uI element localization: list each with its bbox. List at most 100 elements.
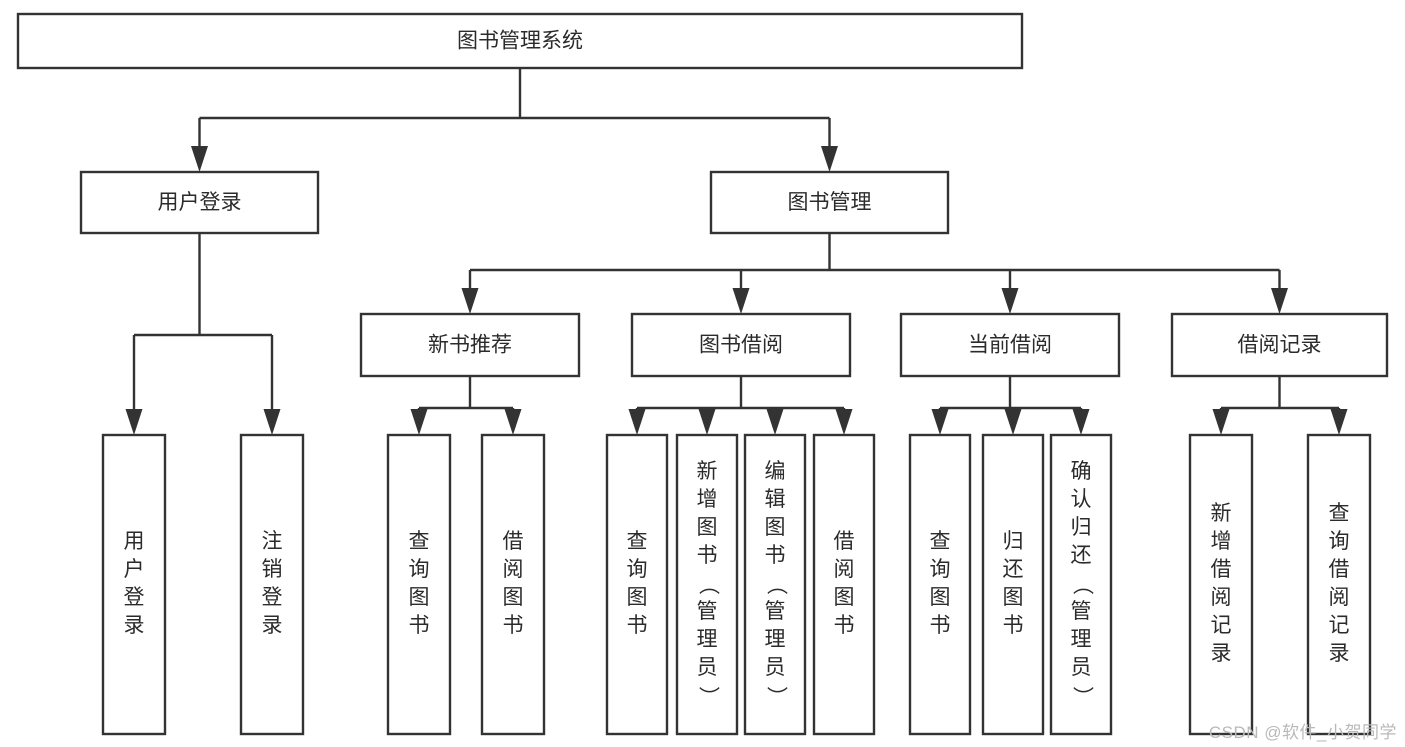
node-label-char: 查 bbox=[1329, 502, 1350, 525]
node-label-char: 图 bbox=[930, 586, 951, 609]
csdn-watermark: CSDN @软件_小贺同学 bbox=[1208, 723, 1397, 742]
arrow-head-icon bbox=[1271, 288, 1288, 314]
node-user-login[interactable]: 用户登录 bbox=[79, 170, 320, 235]
node-borrow-record[interactable]: 借阅记录 bbox=[1170, 312, 1389, 378]
node-leaf-user-login[interactable]: 用户登录 bbox=[101, 433, 167, 736]
node-box[interactable] bbox=[630, 312, 852, 378]
node-label-char: 书 bbox=[627, 614, 648, 637]
node-label-char: 书 bbox=[834, 614, 855, 637]
node-label-char: 记 bbox=[1211, 614, 1232, 637]
node-label-char: 询 bbox=[409, 558, 430, 581]
node-label-char: 增 bbox=[697, 488, 718, 511]
node-label-char: 查 bbox=[409, 530, 430, 553]
node-label: 图书借阅 bbox=[699, 334, 783, 357]
node-label-char: 登 bbox=[124, 586, 145, 609]
node-label-char: 图 bbox=[1003, 586, 1024, 609]
node-label-char: 书 bbox=[930, 614, 951, 637]
node-box[interactable] bbox=[386, 433, 452, 736]
node-box[interactable] bbox=[605, 433, 669, 736]
node-box[interactable] bbox=[480, 433, 546, 736]
node-box[interactable] bbox=[79, 170, 320, 235]
node-root[interactable]: 图书管理系统 bbox=[16, 12, 1024, 70]
node-label-char: 借 bbox=[503, 530, 524, 553]
node-label: 图书管理系统 bbox=[457, 30, 583, 53]
node-label-char: 询 bbox=[930, 558, 951, 581]
node-label-char: 员 bbox=[765, 656, 786, 679]
node-label-char: 查 bbox=[930, 530, 951, 553]
node-label-char: 登 bbox=[262, 586, 283, 609]
node-box[interactable] bbox=[743, 433, 807, 736]
node-label-char: ） bbox=[696, 686, 719, 707]
node-label-char: 阅 bbox=[1329, 586, 1350, 609]
node-box[interactable] bbox=[359, 312, 581, 378]
node-label-char: 认 bbox=[1071, 488, 1092, 511]
node-box[interactable] bbox=[1188, 433, 1254, 736]
node-label-char: 记 bbox=[1329, 614, 1350, 637]
node-label-char: 管 bbox=[765, 600, 786, 623]
node-label-char: 阅 bbox=[503, 558, 524, 581]
node-label-char: 图 bbox=[697, 516, 718, 539]
node-box[interactable] bbox=[16, 12, 1024, 70]
node-label-char: 阅 bbox=[834, 558, 855, 581]
node-label-char: 辑 bbox=[765, 488, 786, 511]
node-label-char: 查 bbox=[627, 530, 648, 553]
node-label-char: 归 bbox=[1003, 530, 1024, 553]
connector-layer bbox=[125, 68, 1348, 435]
node-label-char: （ bbox=[696, 574, 719, 595]
arrow-head-icon bbox=[263, 409, 281, 435]
node-box[interactable] bbox=[812, 433, 876, 736]
node-label-char: 还 bbox=[1071, 544, 1092, 567]
node-label-char: 归 bbox=[1071, 516, 1092, 539]
node-label-char: 增 bbox=[1211, 530, 1232, 553]
node-new-book-rec[interactable]: 新书推荐 bbox=[359, 312, 581, 378]
node-box[interactable] bbox=[1170, 312, 1389, 378]
node-box[interactable] bbox=[899, 312, 1121, 378]
node-label-char: 借 bbox=[834, 530, 855, 553]
node-current-borrow[interactable]: 当前借阅 bbox=[899, 312, 1121, 378]
node-label-char: 注 bbox=[262, 530, 283, 553]
node-label-char: 图 bbox=[765, 516, 786, 539]
node-label-char: ） bbox=[764, 686, 787, 707]
node-label-char: （ bbox=[764, 574, 787, 595]
node-label: 新书推荐 bbox=[428, 334, 512, 357]
node-label: 图书管理 bbox=[788, 191, 872, 214]
arrow-head-icon bbox=[1001, 288, 1019, 314]
node-label-char: 编 bbox=[765, 460, 786, 483]
node-box[interactable] bbox=[709, 170, 950, 235]
arrow-head-icon bbox=[628, 409, 646, 435]
node-label-char: 图 bbox=[409, 586, 430, 609]
node-box[interactable] bbox=[1306, 433, 1372, 736]
node-label-char: 书 bbox=[503, 614, 524, 637]
node-label-char: 新 bbox=[1211, 502, 1232, 525]
node-label-char: 管 bbox=[697, 600, 718, 623]
node-box[interactable] bbox=[101, 433, 167, 736]
node-label-char: 员 bbox=[697, 656, 718, 679]
node-box[interactable] bbox=[908, 433, 972, 736]
node-box[interactable] bbox=[239, 433, 305, 736]
node-box[interactable] bbox=[675, 433, 739, 736]
node-box[interactable] bbox=[1049, 433, 1113, 736]
node-box[interactable] bbox=[981, 433, 1045, 736]
node-book-manage[interactable]: 图书管理 bbox=[709, 170, 950, 235]
node-label-char: （ bbox=[1070, 574, 1093, 595]
arrow-head-icon bbox=[125, 409, 143, 435]
node-label-char: 录 bbox=[262, 614, 283, 637]
node-label-char: 用 bbox=[124, 530, 145, 553]
arrow-head-icon bbox=[1330, 409, 1348, 435]
node-book-borrow[interactable]: 图书借阅 bbox=[630, 312, 852, 378]
node-label-char: 理 bbox=[1071, 628, 1092, 651]
